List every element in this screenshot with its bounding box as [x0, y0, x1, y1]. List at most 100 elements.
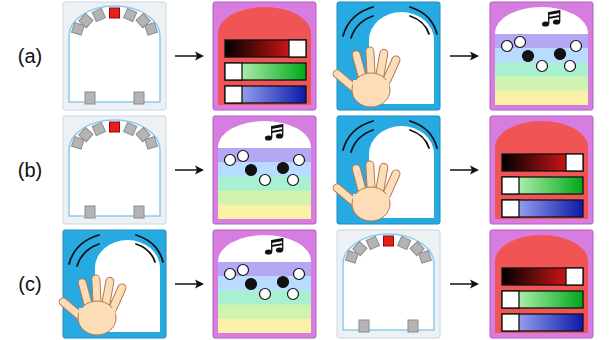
sound-arc — [410, 130, 429, 148]
slider-knob — [502, 314, 519, 331]
sensor — [92, 8, 105, 21]
sensor — [366, 236, 379, 249]
palm-fill — [353, 194, 389, 208]
arrow-head — [470, 166, 479, 175]
note-dot — [565, 61, 576, 72]
staff-stripe — [218, 319, 311, 334]
distance-sensor-icon — [63, 2, 166, 110]
sensor — [353, 242, 367, 256]
sensor — [145, 23, 158, 36]
sound-arc — [351, 16, 373, 38]
note-dot — [260, 289, 271, 300]
row-label: (b) — [6, 158, 54, 182]
palm-fill — [353, 80, 389, 94]
mapping-arrow — [450, 166, 479, 175]
sound-arc — [410, 16, 429, 34]
icon-tile — [337, 2, 440, 110]
staff-stripe — [218, 305, 311, 320]
slider-knob — [566, 154, 583, 171]
color-slider — [225, 86, 306, 103]
note-dot — [246, 279, 257, 290]
note-head — [265, 249, 272, 254]
arrow-head — [195, 280, 204, 289]
slider-knob — [502, 200, 519, 217]
clap-sensor-icon — [58, 230, 166, 338]
sensor — [398, 236, 411, 249]
color-slider — [502, 291, 583, 308]
wheel-sensor — [408, 320, 418, 332]
icon-tile — [213, 230, 316, 338]
clap-sensor-icon — [332, 2, 440, 110]
color-slider — [502, 154, 583, 171]
sound-arc — [343, 121, 373, 150]
arrow-head — [195, 166, 204, 175]
color-slider — [502, 314, 583, 331]
color-led-icon — [490, 116, 593, 224]
staff-stripe — [218, 191, 311, 206]
icon-tile — [337, 116, 440, 224]
arrow-shaft — [450, 283, 473, 285]
wheel-sensor — [85, 92, 95, 104]
note-beam — [272, 129, 283, 133]
arrow-shaft — [175, 55, 198, 57]
active-sensor — [110, 8, 120, 18]
staff-stripe — [218, 205, 311, 220]
sound-arc — [343, 7, 373, 36]
note-beam — [549, 10, 560, 15]
note-dot — [288, 289, 299, 300]
arrow-shaft — [450, 169, 473, 171]
sound-arc — [77, 244, 99, 266]
note-dot — [238, 265, 249, 276]
note-head — [276, 247, 283, 252]
music-body — [495, 7, 588, 105]
arrow-head — [195, 52, 204, 61]
note-head — [276, 133, 283, 138]
note-dot — [294, 269, 305, 280]
slider-knob — [502, 177, 519, 194]
sensor — [419, 251, 432, 264]
note-beam — [272, 124, 283, 129]
note-dot — [537, 61, 548, 72]
music-icon — [213, 116, 316, 224]
mapping-arrow — [450, 280, 479, 289]
mapping-arrow — [450, 52, 479, 61]
icon-tile — [490, 116, 593, 224]
note-dot — [555, 49, 566, 60]
note-dot — [225, 155, 236, 166]
staff-stripes — [218, 148, 311, 220]
note-dot — [225, 269, 236, 280]
sound-arc — [136, 235, 163, 262]
slider-knob — [502, 291, 519, 308]
note-dot — [294, 155, 305, 166]
music-body — [218, 235, 311, 333]
slider-knob — [566, 268, 583, 285]
sensor — [124, 8, 137, 21]
note-head — [542, 21, 549, 26]
note-head — [265, 135, 272, 140]
distance-sensor-icon — [63, 116, 166, 224]
note-dot — [278, 163, 289, 174]
mapping-arrow — [175, 52, 204, 61]
icon-tile — [490, 230, 593, 338]
color-slider — [502, 200, 583, 217]
sensor — [92, 122, 105, 135]
icon-tile — [490, 2, 593, 110]
arrow-head — [470, 280, 479, 289]
distance-sensor-icon — [337, 230, 440, 338]
note-dot — [571, 41, 582, 52]
palm — [352, 73, 390, 107]
led-body — [495, 121, 588, 219]
staff-stripes — [495, 34, 588, 106]
wheel-sensor — [359, 320, 369, 332]
staff-stripes — [218, 262, 311, 334]
arrow-head — [470, 52, 479, 61]
wheel-sensor — [85, 206, 95, 218]
sensor — [124, 122, 137, 135]
icon-tile — [63, 2, 166, 110]
slider-knob — [289, 40, 306, 57]
palm — [78, 301, 116, 335]
icon-tile — [213, 116, 316, 224]
note-dot — [502, 41, 513, 52]
music-icon — [490, 2, 593, 110]
row-label: (a) — [6, 44, 54, 68]
